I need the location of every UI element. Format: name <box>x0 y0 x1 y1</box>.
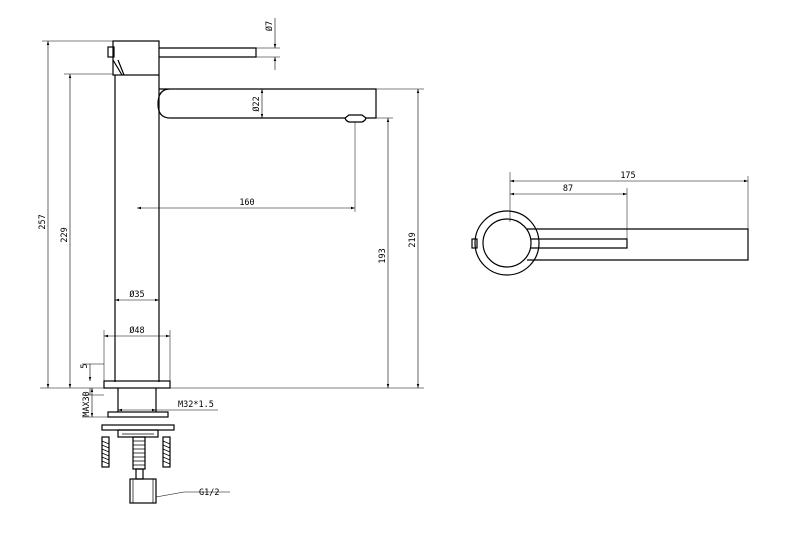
hose-connector <box>135 468 144 480</box>
mount-bracket <box>117 429 159 438</box>
dim-inlet: G1/2 <box>199 488 219 498</box>
dim-plan-lever: 87 <box>563 184 573 194</box>
dim-overall-height: 257 <box>38 214 48 229</box>
side-elevation <box>101 40 377 504</box>
base-plate <box>103 380 171 389</box>
plan-body <box>482 218 532 268</box>
supply-hose <box>129 436 157 504</box>
mount-bolt-left <box>101 436 110 468</box>
faucet-body <box>114 75 160 382</box>
plan-spout <box>527 228 749 261</box>
plan-lever <box>531 238 628 249</box>
lever-cap-chamfer <box>112 59 125 76</box>
dim-spout-height-top: 229 <box>60 227 70 242</box>
side-dimensions <box>40 18 424 498</box>
dim-base-diameter: Ø48 <box>129 325 144 336</box>
spout <box>157 88 377 119</box>
mount-washer <box>107 411 169 418</box>
dim-spout-top: 219 <box>408 232 418 247</box>
dim-lever-diameter: Ø7 <box>264 21 275 31</box>
side-dimension-labels: 257 229 5 MAX30 193 219 Ø7 Ø22 160 Ø35 Ø… <box>38 21 418 498</box>
plan-view: 175 87 <box>471 171 749 276</box>
dim-thread: M32*1.5 <box>178 400 214 410</box>
dim-spout-diameter: Ø22 <box>251 96 262 111</box>
plan-cap-button <box>471 238 478 249</box>
dim-base-thickness: 5 <box>80 363 90 368</box>
lever-cap-button <box>107 46 115 58</box>
lever-arm <box>159 47 257 58</box>
dim-spout-reach: 160 <box>239 198 254 208</box>
mount-bolt-right <box>162 436 171 468</box>
hose-nut <box>129 478 157 504</box>
mount-nut <box>101 424 175 431</box>
dim-max-deck: MAX30 <box>82 391 92 417</box>
shank <box>117 388 157 412</box>
dim-spout-clearance: 193 <box>378 248 388 263</box>
aerator <box>344 117 367 123</box>
dim-body-diameter: Ø35 <box>129 289 144 300</box>
plan-base-outer <box>474 210 540 276</box>
dim-plan-total: 175 <box>620 171 635 181</box>
lever-cap <box>112 40 160 76</box>
